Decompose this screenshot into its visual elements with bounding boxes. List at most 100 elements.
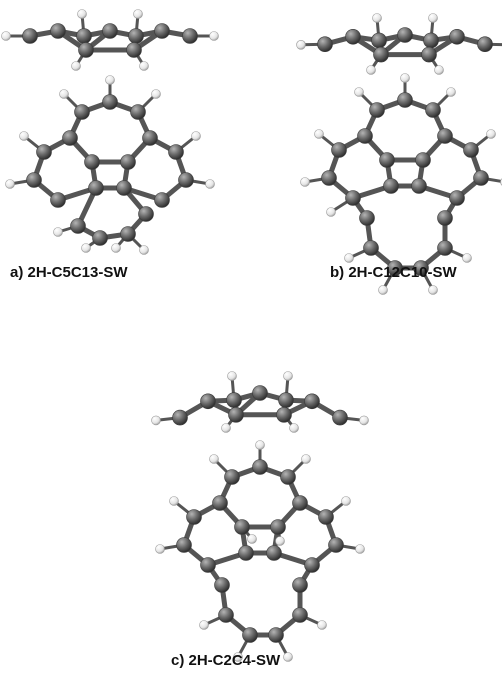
panel-c-side-carbon-atom (228, 406, 244, 423)
panel-a-top-hydrogen-atom (139, 245, 149, 255)
panel-c-top-carbon-atom (270, 519, 286, 535)
panel-b-top-carbon-atom (473, 170, 489, 186)
panel-b-side-hydrogen-atom (372, 13, 382, 23)
panel-c-side-carbon-atom (278, 392, 294, 408)
panel-c-top-carbon-atom (292, 495, 308, 511)
panel-a-side-carbon-atom (126, 42, 142, 58)
panel-b-top-carbon-atom (449, 190, 465, 206)
panel-a-top-carbon-atom (168, 144, 184, 160)
panel-c-top-carbon-atom (292, 577, 308, 593)
panel-a-top-carbon-atom (70, 218, 86, 234)
panel-c-side-hydrogen-atom (359, 415, 369, 426)
panel-b-side-carbon-atom (449, 28, 465, 45)
panel-a-side-hydrogen-atom (133, 9, 143, 19)
panel-c-top-hydrogen-atom (209, 454, 219, 464)
panel-a-side-carbon-atom (182, 28, 198, 44)
panel-b-top-carbon-atom (363, 240, 379, 256)
panel-a-top-hydrogen-atom (53, 227, 63, 237)
panel-b-side-carbon-atom (421, 46, 437, 63)
panel-a-side-hydrogen-atom (1, 31, 11, 41)
panel-c-side-view (151, 371, 369, 433)
panel-c-top-hydrogen-atom (275, 536, 285, 546)
panel-b-top-carbon-atom (437, 128, 453, 144)
panel-c-side-carbon-atom (276, 406, 292, 423)
panel-b-top-carbon-atom (321, 170, 337, 186)
panel-b-top-hydrogen-atom (428, 285, 438, 295)
panel-c-top-carbon-atom (252, 459, 268, 475)
panel-c-top-hydrogen-atom (317, 620, 327, 630)
panel-a: a) 2H-C5C13-SW (1, 9, 219, 281)
panel-b-top-carbon-atom (357, 128, 373, 144)
panel-c-top-view (155, 440, 365, 662)
panel-b-top-carbon-atom (415, 152, 431, 168)
panel-c-side-carbon-atom (252, 385, 268, 401)
panel-b-top-hydrogen-atom (314, 129, 324, 139)
panel-c-top-carbon-atom (266, 545, 282, 561)
panel-a-top-carbon-atom (120, 154, 136, 170)
panel-b-top-carbon-atom (387, 260, 403, 276)
panel-c-top-hydrogen-atom (301, 454, 311, 464)
panel-a-side-hydrogen-atom (77, 9, 87, 19)
panel-a-top-carbon-atom (116, 180, 132, 196)
panel-b-side-carbon-atom (373, 46, 389, 63)
panel-c-side-hydrogen-atom (151, 415, 161, 426)
panel-a-side-carbon-atom (50, 23, 66, 39)
panel-a-top-carbon-atom (92, 230, 108, 246)
panel-a-top-hydrogen-atom (81, 243, 91, 253)
panel-b-top-hydrogen-atom (446, 87, 456, 97)
panel-a-side-carbon-atom (154, 23, 170, 39)
panel-a-top-hydrogen-atom (151, 89, 161, 99)
panel-c-top-hydrogen-atom (155, 544, 165, 554)
panel-a-top-hydrogen-atom (191, 131, 201, 141)
panel-c-top-carbon-atom (242, 627, 258, 643)
panel-b-side-view (296, 13, 502, 75)
panel-a-top-carbon-atom (36, 144, 52, 160)
panel-c-top-carbon-atom (218, 607, 234, 623)
panel-a-top-carbon-atom (74, 104, 90, 120)
panel-c-top-carbon-atom (214, 577, 230, 593)
panel-c-top-hydrogen-atom (247, 534, 257, 544)
panel-b-top-hydrogen-atom (378, 285, 388, 295)
panel-a-side-hydrogen-atom (209, 31, 219, 41)
panel-c-top-hydrogen-atom (283, 652, 293, 662)
panel-b-side-hydrogen-atom (428, 13, 438, 23)
panel-a-top-carbon-atom (62, 130, 78, 146)
panel-c-side-carbon-atom (332, 409, 348, 426)
panel-b-top-hydrogen-atom (462, 253, 472, 263)
panel-c-side-hydrogen-atom (227, 371, 237, 381)
panel-b-side-hydrogen-atom (434, 65, 444, 75)
panel-c-top-carbon-atom (318, 509, 334, 525)
panel-c-top-hydrogen-atom (355, 544, 365, 554)
panel-c-side-carbon-atom (172, 409, 188, 426)
panel-c-top-carbon-atom (280, 469, 296, 485)
panel-c-top-carbon-atom (186, 509, 202, 525)
panel-b-top-hydrogen-atom (354, 87, 364, 97)
panel-b-top-carbon-atom (379, 152, 395, 168)
panel-b-top-carbon-atom (369, 102, 385, 118)
panel-b-top-carbon-atom (331, 142, 347, 158)
panel-b-side-carbon-atom (477, 36, 493, 53)
panel-b-side-carbon-atom (345, 28, 361, 45)
panel-c-top-carbon-atom (268, 627, 284, 643)
panel-a-top-carbon-atom (130, 104, 146, 120)
panel-c-top-carbon-atom (304, 557, 320, 573)
panel-b-top-carbon-atom (397, 92, 413, 108)
panel-c-top-carbon-atom (292, 607, 308, 623)
panel-a-top-hydrogen-atom (105, 75, 115, 85)
panel-b-top-hydrogen-atom (344, 253, 354, 263)
panel-a-top-carbon-atom (154, 192, 170, 208)
panel-c-top-hydrogen-atom (255, 440, 265, 450)
panel-a-top-carbon-atom (26, 172, 42, 188)
panel-c-top-carbon-atom (224, 469, 240, 485)
panel-c-top-hydrogen-atom (199, 620, 209, 630)
panel-a-side-hydrogen-atom (71, 61, 81, 71)
panel-a-side-view (1, 9, 219, 71)
panel-c-top-hydrogen-atom (341, 496, 351, 506)
panel-a-caption: a) 2H-C5C13-SW (10, 264, 128, 281)
panel-b-top-carbon-atom (437, 210, 453, 226)
panel-a-side-carbon-atom (22, 28, 38, 44)
panel-c-side-carbon-atom (226, 392, 242, 408)
panel-c-side-hydrogen-atom (221, 423, 231, 433)
panel-b-top-view (300, 73, 502, 295)
panel-b-top-carbon-atom (359, 210, 375, 226)
